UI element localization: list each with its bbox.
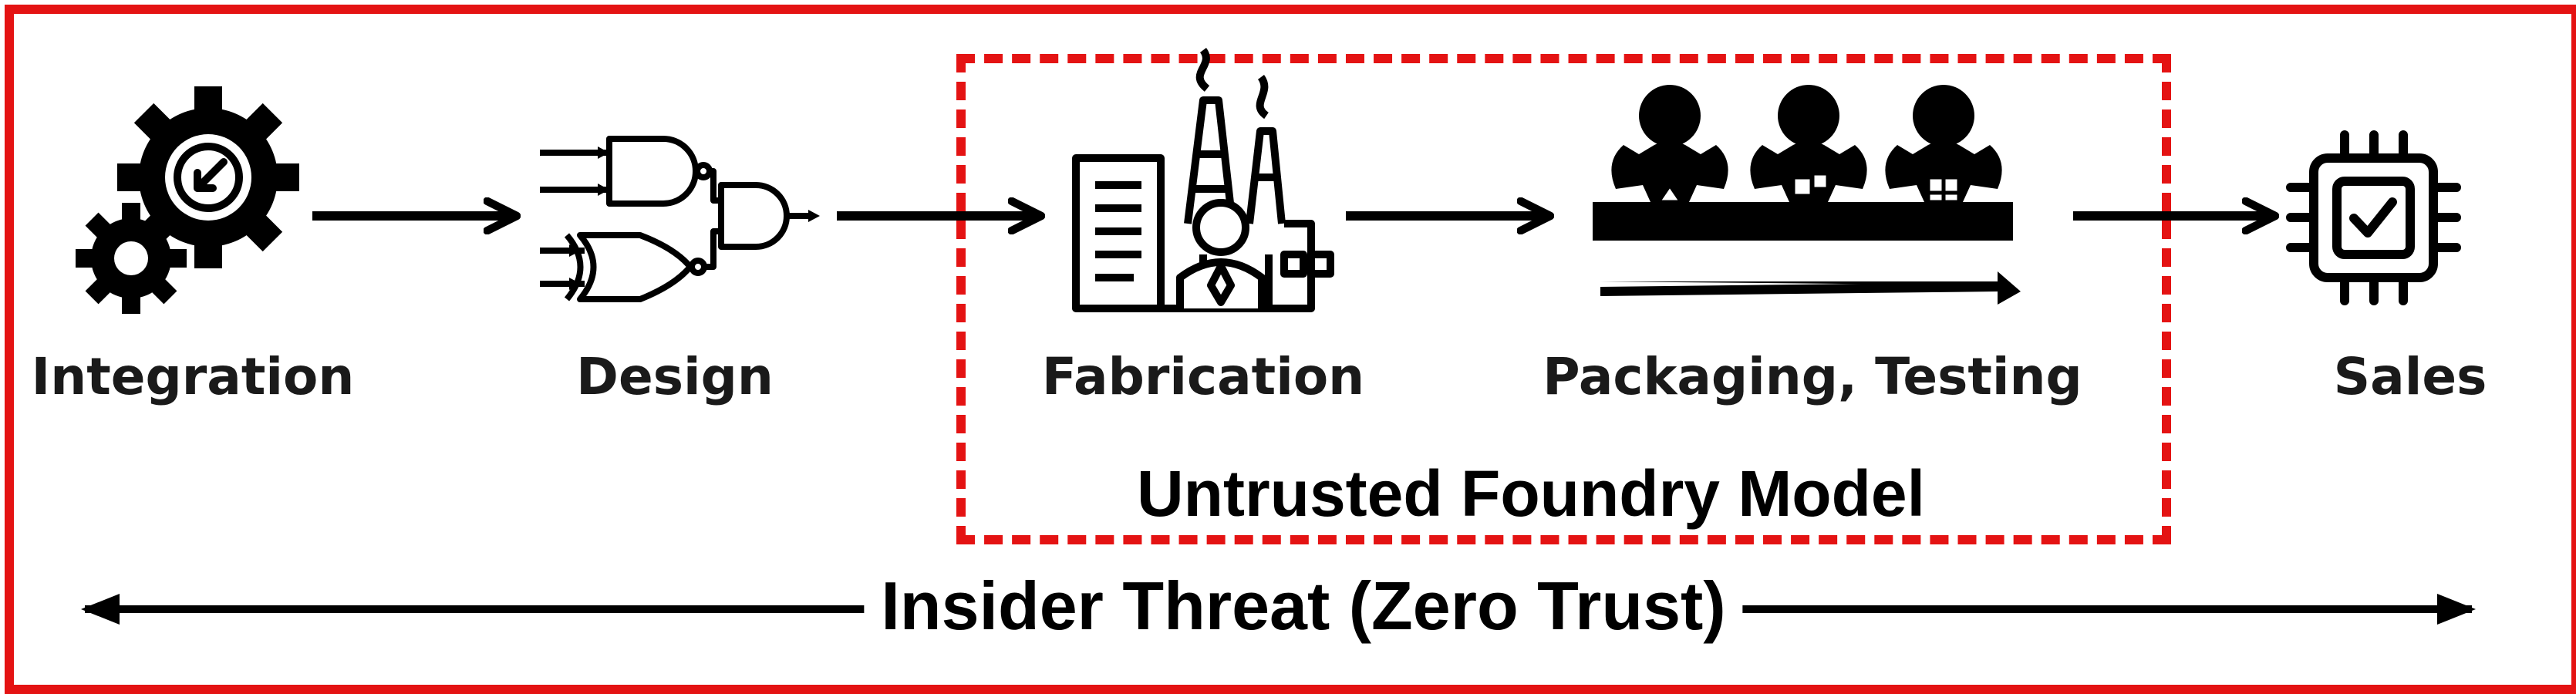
- stage-label-design: Design: [576, 347, 774, 406]
- gears-icon: [76, 86, 299, 314]
- zone-title: Untrusted Foundry Model: [1137, 457, 1925, 530]
- untrusted-foundry-zone: [956, 54, 2171, 544]
- insider-threat-label: Insider Threat (Zero Trust): [864, 567, 1743, 645]
- factory-icon: [1072, 48, 1334, 312]
- logic-gates-icon: [540, 136, 820, 302]
- stage-label-fabrication: Fabrication: [1041, 347, 1365, 406]
- assembly-line-icon: [1593, 85, 2021, 305]
- stage-label-packaging-testing: Packaging, Testing: [1543, 347, 2082, 406]
- stage-label-integration: Integration: [31, 347, 355, 406]
- stage-label-sales: Sales: [2333, 347, 2487, 406]
- chip-check-icon: [2286, 130, 2461, 305]
